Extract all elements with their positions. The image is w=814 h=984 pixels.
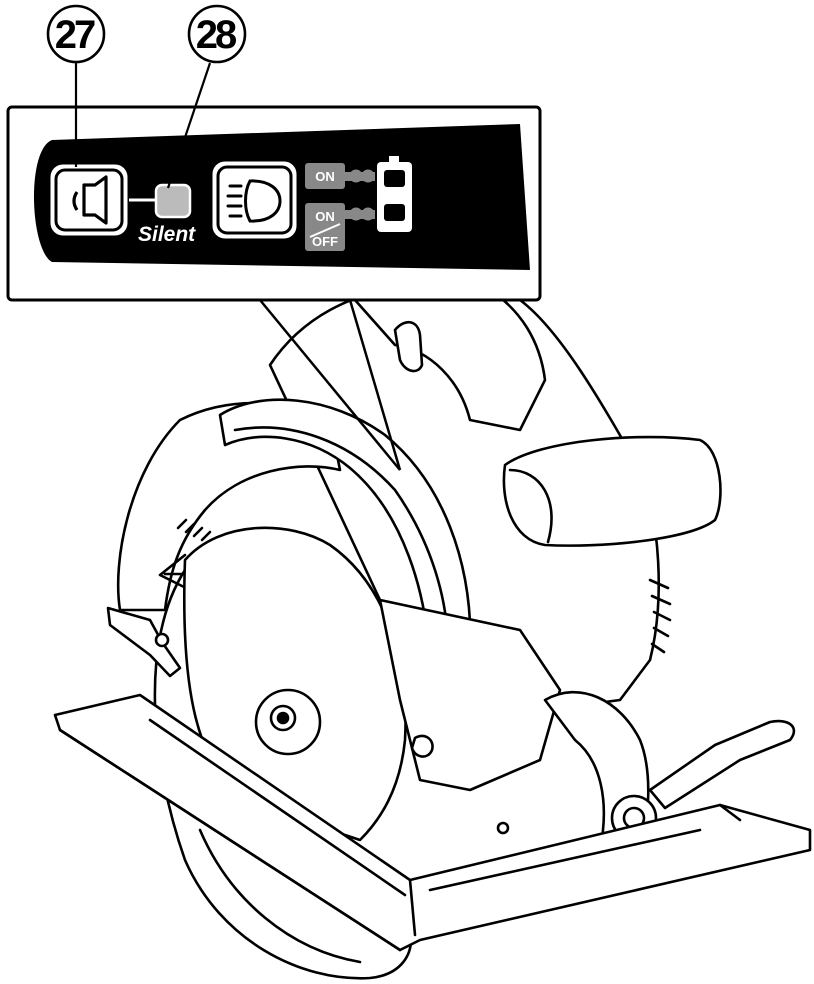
silent-label: Silent [138,223,196,246]
light-mode-on-label: ON [315,169,335,184]
guard-vent-lines [176,518,212,542]
front-knob-end [508,468,553,544]
two-lamp-indicator-icon [377,156,412,232]
base-plate-edge [58,728,417,952]
circular-saw-illustration [53,272,812,980]
light-mode-on-off-tag [305,203,345,251]
handle-trigger [393,321,424,373]
headlight-icon [226,179,282,223]
silent-mode-indicator-lamp [154,183,192,219]
light-button [209,158,300,242]
light-mode-on-off-top-label: ON [315,209,335,224]
callout-28-number: 28 [196,13,237,57]
callout-28-circle [187,4,247,64]
callout-27: 27 [46,4,106,167]
motor-housing [268,283,660,722]
callout-28: 28 [166,4,247,189]
callout-27-circle [46,4,106,64]
silent-mode-button [47,161,131,239]
light-mode-on-tag [305,163,345,189]
bevel-lever [648,719,796,810]
motor-cooling-ridges [648,578,672,654]
zoom-callout-box: Silent ON ON OFF [6,105,542,302]
callout-27-number: 27 [55,13,95,57]
base-screw [496,821,510,835]
base-plate-ridge [148,718,742,897]
speaker-icon [72,175,108,225]
lever-pivot [154,632,170,648]
blade-hub-bolt [276,711,290,725]
front-knob [502,435,722,547]
upper-guard-groove [233,426,450,662]
light-mode-on-off-bottom-label: OFF [312,234,338,249]
callout-28-leader [166,62,212,189]
blade-inner-line [198,828,362,964]
depth-lock [410,734,434,758]
zoom-leader-lines [259,299,402,471]
light-mode-connectors [345,169,375,221]
lower-guard-lever [106,606,182,678]
